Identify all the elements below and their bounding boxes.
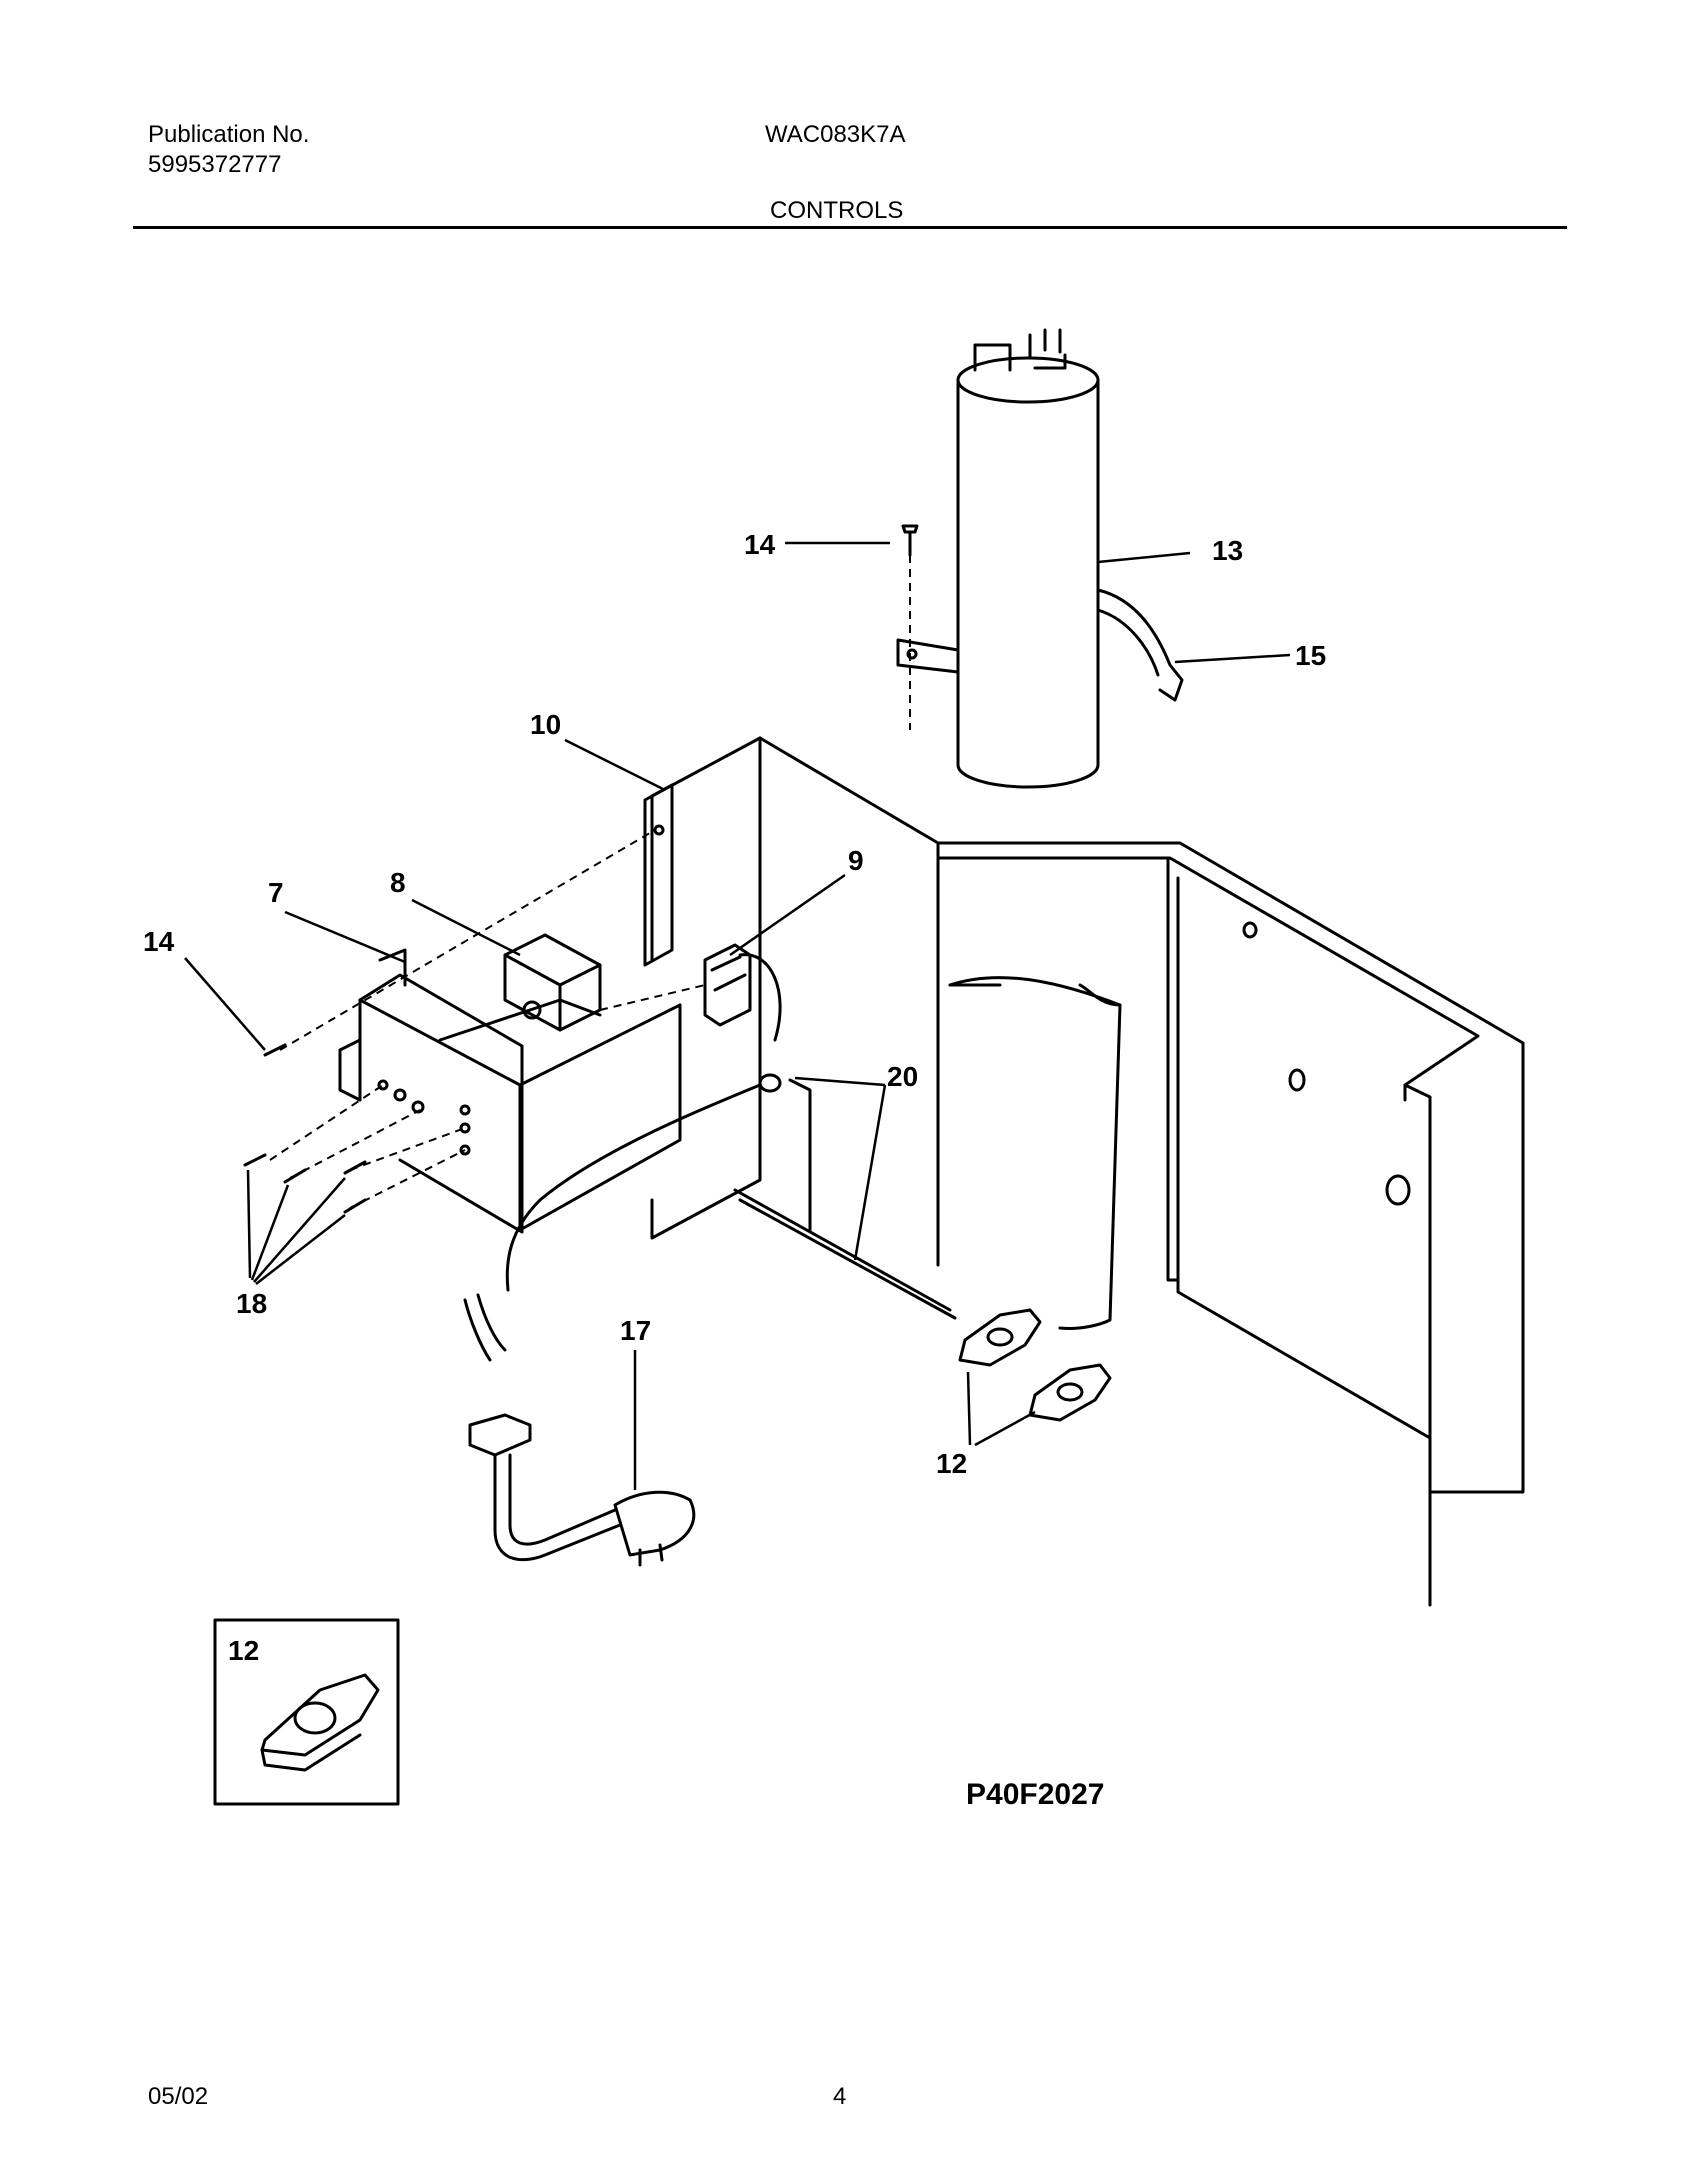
model-number: WAC083K7A	[765, 121, 906, 148]
publication-number: 5995372777	[148, 151, 282, 178]
screws-18	[243, 1043, 367, 1214]
switch-8	[503, 933, 602, 1032]
housing-panel	[650, 736, 1525, 1607]
inset-grommet-box	[213, 1618, 400, 1806]
terminal-block-9	[703, 943, 782, 1042]
figure-code: P40F2027	[966, 1778, 1104, 1811]
bracket-10	[643, 783, 674, 967]
callout-14-top: 14	[744, 529, 776, 560]
ground-wire-20	[505, 1073, 957, 1320]
header-rule	[133, 226, 1567, 229]
callout-13: 13	[1212, 535, 1243, 566]
control-box-7	[338, 948, 682, 1234]
capacitor-strap-15	[896, 588, 1184, 702]
page-number: 4	[833, 2083, 847, 2110]
footer-date: 05/02	[148, 2083, 209, 2110]
publication-label: Publication No.	[148, 121, 310, 148]
screw-14-top	[901, 524, 919, 557]
capacitor-13	[956, 328, 1100, 789]
alignment-lines	[269, 555, 911, 1209]
leader-lines	[184, 541, 1291, 1490]
power-cord-17	[463, 1293, 696, 1567]
callout-10: 10	[530, 709, 561, 740]
callout-20: 20	[887, 1061, 918, 1092]
grommets-12	[958, 1308, 1112, 1422]
callout-15: 15	[1295, 640, 1326, 671]
callout-9: 9	[848, 845, 864, 876]
callout-18: 18	[236, 1288, 267, 1319]
callout-12: 12	[936, 1448, 967, 1479]
inset-label-12: 12	[228, 1635, 259, 1666]
section-title: CONTROLS	[770, 197, 904, 224]
callout-8: 8	[390, 867, 406, 898]
callout-14-left: 14	[143, 926, 175, 957]
callout-17: 17	[620, 1315, 651, 1346]
callout-7: 7	[268, 877, 284, 908]
